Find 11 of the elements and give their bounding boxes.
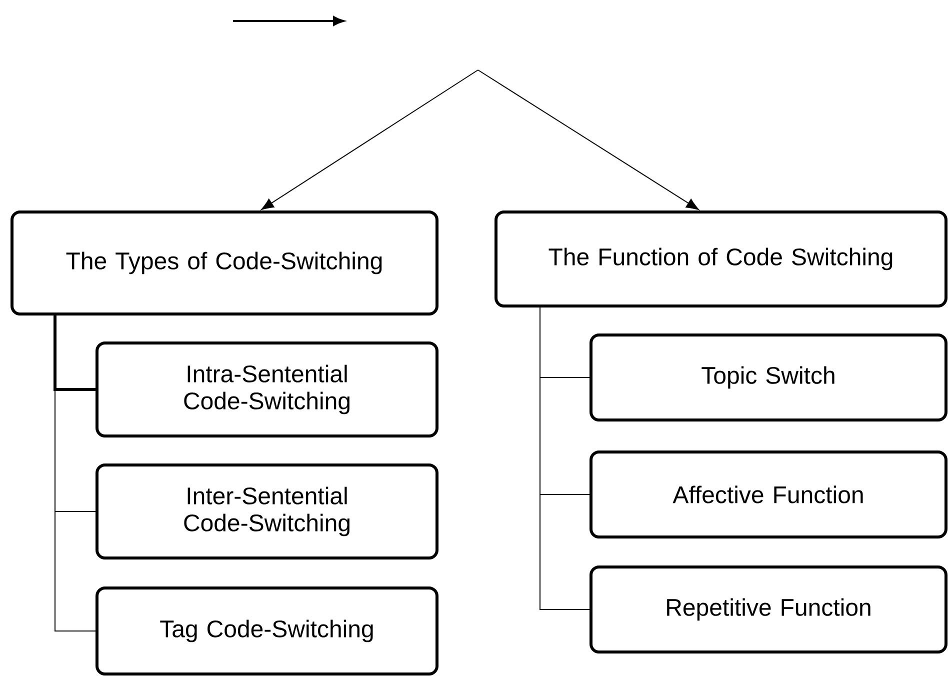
tree-connector [54,316,96,391]
item-box: Intra-Sentential Code-Switching [96,342,438,438]
item-box: Topic Switch [590,333,948,422]
arrow [478,70,699,210]
heading-box: The Types of Code-Switching [10,210,438,316]
item-box: Affective Function [590,450,948,538]
heading-box: The Function of Code Switching [494,210,948,308]
arrow [261,70,478,210]
item-box: Repetitive Function [590,565,948,654]
item-box: Inter-Sentential Code-Switching [96,463,438,560]
item-box: Tag Code-Switching [96,586,438,676]
